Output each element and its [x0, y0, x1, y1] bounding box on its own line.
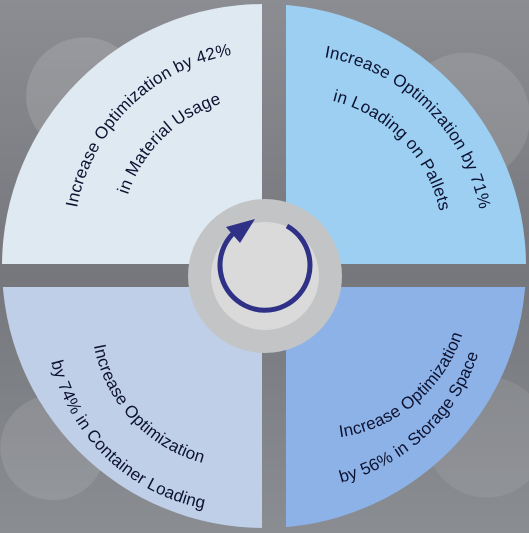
cycle-arrow-icon — [217, 219, 313, 313]
